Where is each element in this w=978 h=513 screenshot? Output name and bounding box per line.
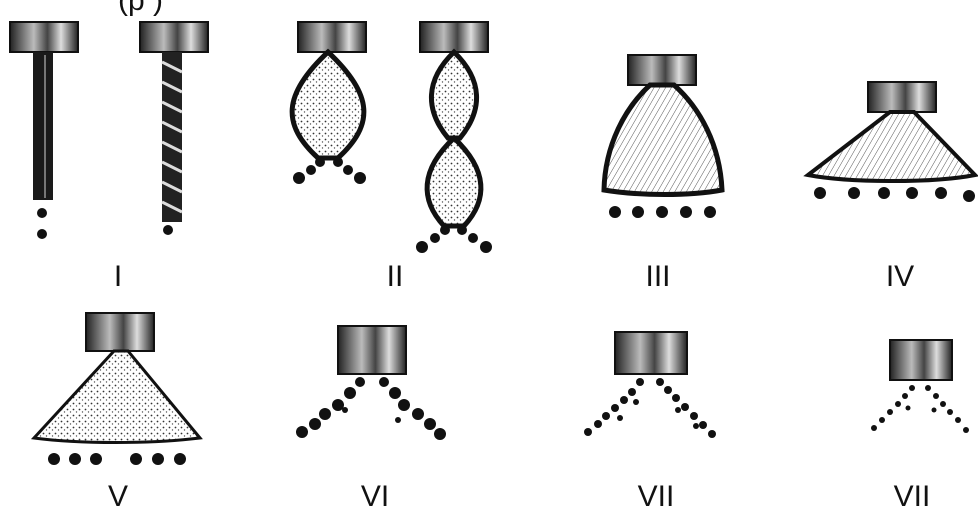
nozzle [615, 332, 687, 374]
droplets [871, 385, 969, 433]
droplet [37, 208, 47, 218]
figure-VI [296, 326, 446, 440]
sheet-upper [431, 52, 476, 138]
figure-VII [584, 332, 716, 438]
figure-label-V: V [108, 482, 128, 512]
sheet-lower [427, 138, 481, 226]
sheet [292, 52, 364, 158]
figure-VIII [871, 340, 969, 433]
figure-label-III: III [645, 262, 670, 292]
figure-label-II: II [387, 262, 404, 292]
nozzle [86, 313, 154, 351]
spray-cone [808, 112, 975, 181]
droplets [584, 378, 716, 438]
spray-cone [604, 85, 722, 195]
figure-V [34, 313, 200, 465]
nozzle [890, 340, 952, 380]
figure-IV [808, 82, 975, 202]
figure-III [604, 55, 722, 218]
droplets [296, 377, 446, 440]
figure-label-VII-2: VII [894, 482, 931, 512]
jet-column [162, 52, 182, 222]
figure-label-IV: IV [886, 262, 914, 292]
spray-cone [34, 351, 200, 443]
figure-I [10, 22, 78, 239]
nozzle [628, 55, 696, 85]
figure-II-b [416, 22, 492, 253]
droplet [37, 229, 47, 239]
jet-column [33, 52, 53, 200]
figure-II-a [292, 22, 366, 184]
figure-label-VI: VI [361, 482, 389, 512]
nozzle [420, 22, 488, 52]
nozzle [140, 22, 208, 52]
nozzle [338, 326, 406, 374]
figure-label-VII: VII [638, 482, 675, 512]
nozzle [10, 22, 78, 52]
figure-label-I: I [114, 262, 122, 292]
figure-I-twisted [140, 22, 208, 235]
nozzle [298, 22, 366, 52]
nozzle [868, 82, 936, 112]
droplet [163, 225, 173, 235]
